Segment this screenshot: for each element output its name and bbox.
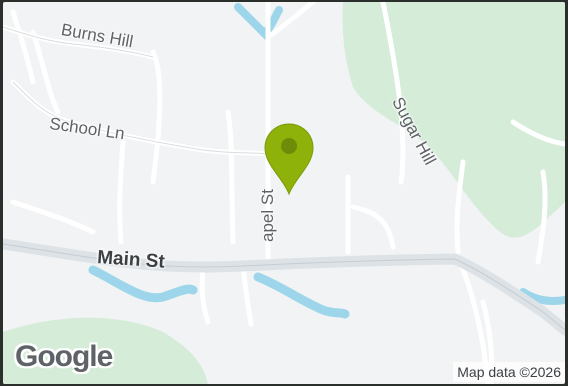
street-label-main-st: Main St (96, 247, 166, 273)
map-canvas[interactable]: Burns Hill School Ln apel St Sugar Hill … (3, 2, 565, 384)
google-logo: Google (15, 340, 113, 373)
map-attribution[interactable]: Map data ©2026 (453, 362, 565, 382)
map-pin-icon[interactable] (261, 120, 317, 200)
